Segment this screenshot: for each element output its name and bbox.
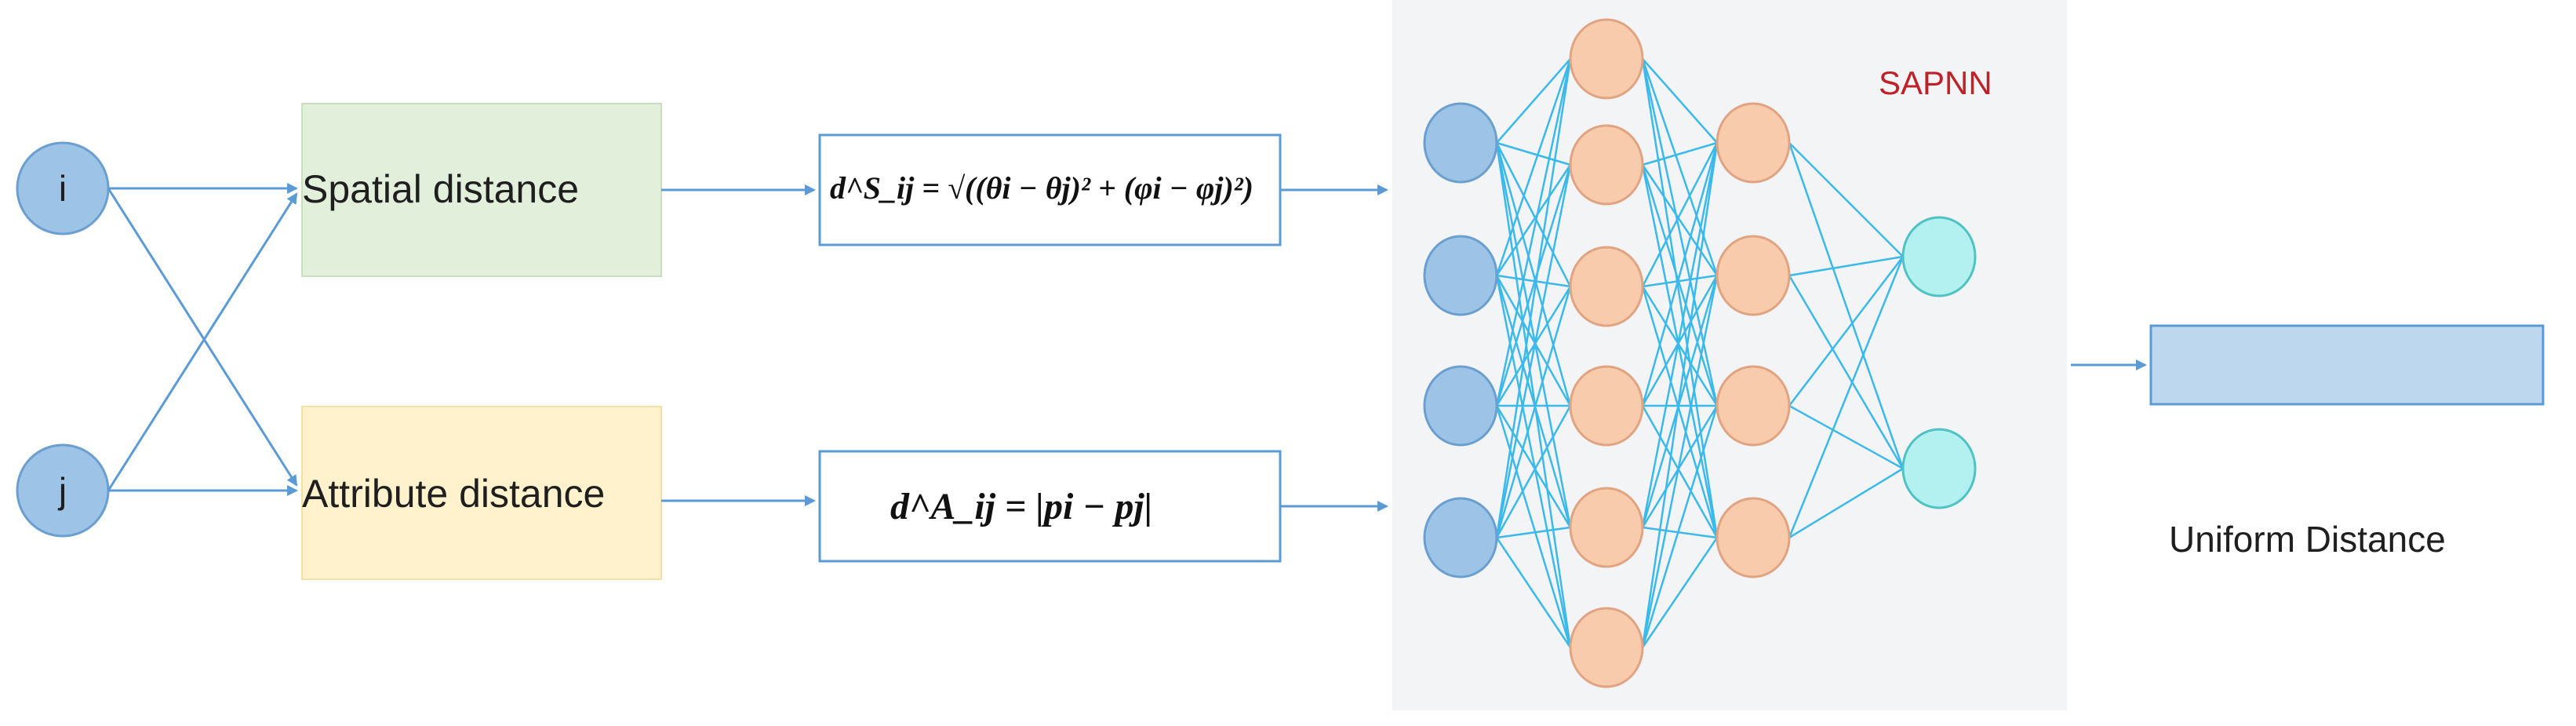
edge-input-3-to-hidden1-2 [1495, 286, 1572, 538]
edge-input-0-to-hidden1-2 [1495, 142, 1572, 287]
hidden2-neuron-1 [1716, 102, 1791, 184]
box-to-formula-arrows [661, 184, 816, 506]
edge-input-2-to-hidden1-2 [1495, 286, 1572, 407]
output-neuron-2 [1901, 428, 1977, 509]
network-edges [1495, 58, 1905, 648]
edge-hidden2-1-to-output-1 [1788, 275, 1905, 469]
edge-hidden1-2-to-hidden2-2 [1641, 286, 1719, 407]
edge-hidden1-2-to-hidden2-3 [1641, 286, 1719, 538]
edge-input-1-to-hidden1-4 [1495, 275, 1572, 528]
edge-hidden1-4-to-hidden2-3 [1642, 526, 1718, 539]
edge-hidden1-0-to-hidden2-0 [1642, 58, 1718, 144]
edge-hidden1-2-to-hidden2-0 [1641, 142, 1719, 287]
edge-input-3-to-hidden1-5 [1495, 537, 1572, 648]
edge-hidden1-0-to-hidden2-1 [1641, 58, 1719, 276]
edge-hidden1-4-to-hidden2-0 [1641, 142, 1719, 528]
edge-input-0-to-hidden1-5 [1495, 142, 1572, 648]
edge-hidden1-5-to-hidden2-3 [1641, 537, 1719, 648]
network-nodes [1423, 18, 1977, 688]
edge-input-1-to-hidden1-5 [1495, 275, 1572, 648]
edge-hidden2-3-to-output-1 [1788, 467, 1904, 539]
hidden1-neuron-6 [1569, 607, 1644, 688]
edge-input-3-to-hidden1-1 [1495, 164, 1572, 538]
edge-input-2-to-hidden1-4 [1495, 405, 1572, 528]
edge-hidden1-1-to-hidden2-3 [1641, 164, 1719, 538]
edge-hidden1-2-to-hidden2-1 [1642, 274, 1718, 288]
input-neuron-4 [1423, 497, 1498, 578]
edge-input-0-to-hidden1-4 [1495, 142, 1572, 528]
edge-input-0-to-hidden1-1 [1496, 141, 1571, 166]
input-label-i: i [58, 168, 67, 209]
edge-hidden1-5-to-hidden2-2 [1641, 405, 1719, 648]
edge-hidden1-3-to-hidden2-3 [1641, 405, 1719, 538]
network-panel [1392, 0, 2067, 710]
input-connections [107, 183, 298, 496]
hidden1-neuron-5 [1569, 487, 1644, 568]
edge-hidden1-4-to-hidden2-2 [1641, 405, 1719, 528]
edge-hidden1-5-to-hidden2-1 [1641, 275, 1719, 648]
spatial-distance-label: Spatial distance [302, 167, 580, 211]
edge-input-3-to-hidden1-3 [1495, 405, 1572, 538]
output-box [2149, 324, 2545, 406]
edge-input-1-to-hidden1-2 [1496, 274, 1571, 288]
hidden2-neuron-3 [1716, 365, 1791, 447]
edge-input-1-to-hidden1-3 [1495, 275, 1572, 407]
attribute-distance-box [301, 406, 662, 580]
edge-hidden2-3-to-output-0 [1788, 256, 1905, 538]
hidden1-neuron-3 [1569, 246, 1644, 327]
edge-hidden2-0-to-output-0 [1788, 142, 1904, 257]
hidden1-neuron-1 [1569, 18, 1644, 100]
edge-hidden1-5-to-hidden2-0 [1641, 142, 1719, 648]
spatial-distance-box [301, 103, 662, 277]
edge-hidden1-3-to-hidden2-0 [1641, 142, 1719, 407]
edge-hidden2-2-to-output-1 [1788, 404, 1904, 470]
attribute-distance-label: Attribute distance [302, 472, 606, 516]
formula-to-network-arrows [1280, 184, 1388, 512]
hidden1-neuron-2 [1569, 124, 1644, 206]
edge-input-2-to-hidden1-5 [1495, 405, 1572, 648]
spatial-formula-box [818, 133, 1282, 246]
input-neuron-3 [1423, 365, 1498, 447]
edge-hidden1-3-to-hidden2-1 [1641, 275, 1719, 407]
attribute-distance-formula: d^A_ij = |pi − pj| [890, 486, 1153, 527]
edge-input-3-to-hidden1-4 [1496, 526, 1571, 539]
input-neuron-2 [1423, 235, 1498, 316]
edge-hidden2-2-to-output-0 [1788, 256, 1904, 407]
spatial-distance-formula: d^S_ij = √((θi − θj)² + (φi − φj)²) [830, 170, 1253, 206]
edge-input-0-to-hidden1-3 [1495, 142, 1572, 407]
edge-input-3-to-hidden1-0 [1495, 58, 1572, 538]
hidden2-neuron-4 [1716, 497, 1791, 578]
edge-hidden2-1-to-output-0 [1788, 255, 1904, 277]
edge-hidden2-0-to-output-1 [1788, 142, 1905, 469]
input-neuron-1 [1423, 102, 1498, 184]
edge-input-0-to-hidden1-0 [1496, 58, 1571, 144]
edge-hidden1-1-to-hidden2-0 [1642, 141, 1718, 166]
hidden1-neuron-4 [1569, 365, 1644, 447]
hidden2-neuron-2 [1716, 235, 1791, 316]
edge-input-2-to-hidden1-0 [1495, 58, 1572, 407]
output-neuron-1 [1901, 216, 1977, 297]
output-label: Uniform Distance [2169, 519, 2446, 560]
edge-input-1-to-hidden1-0 [1495, 58, 1572, 276]
edge-input-1-to-hidden1-1 [1495, 164, 1572, 276]
edge-hidden1-1-to-hidden2-1 [1641, 164, 1719, 276]
input-label-j: j [58, 470, 67, 511]
edge-input-2-to-hidden1-1 [1495, 164, 1572, 407]
attribute-formula-box [818, 450, 1282, 563]
edge-hidden1-1-to-hidden2-2 [1641, 164, 1719, 407]
edge-hidden1-0-to-hidden2-3 [1641, 58, 1719, 538]
edge-hidden1-0-to-hidden2-2 [1641, 58, 1719, 407]
network-title: SAPNN [1879, 64, 1992, 101]
